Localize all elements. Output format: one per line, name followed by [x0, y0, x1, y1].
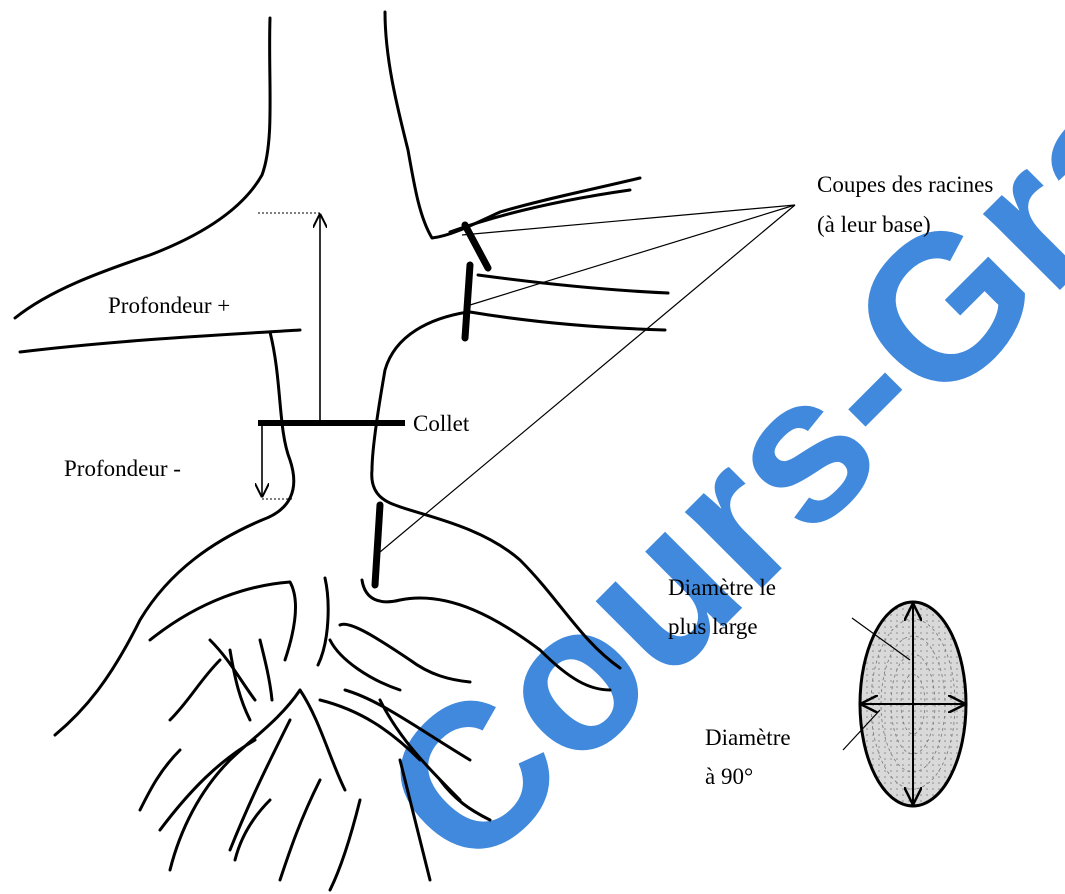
collar-left-edge: [55, 332, 294, 735]
cut-mark-2: [465, 265, 470, 338]
cut-mark-3: [375, 505, 380, 585]
label-diam-large-line1: Diamètre le: [668, 573, 776, 603]
label-diam-90-line1: Diamètre: [705, 723, 791, 753]
cut-mark-1: [465, 225, 488, 268]
upper-root-1: [450, 190, 630, 232]
lower-left-upper-edge: [20, 330, 300, 352]
label-profondeur-plus: Profondeur +: [108, 291, 230, 321]
inner-left-root: [150, 582, 295, 660]
label-diam-90-line2: à 90°: [705, 762, 753, 792]
label-coupes-line1: Coupes des racines: [817, 170, 993, 200]
root-cross-section: [843, 602, 966, 806]
trunk-left-edge: [15, 18, 270, 318]
label-profondeur-minus: Profondeur -: [64, 454, 181, 484]
upper-root-2: [478, 275, 668, 293]
trunk-right-edge: [385, 12, 640, 238]
upper-root-3: [470, 312, 665, 330]
label-coupes-line2: (à leur base): [817, 210, 931, 240]
label-collet: Collet: [413, 409, 469, 439]
inner-right-root: [318, 578, 328, 665]
label-diam-large-line2: plus large: [668, 612, 758, 642]
